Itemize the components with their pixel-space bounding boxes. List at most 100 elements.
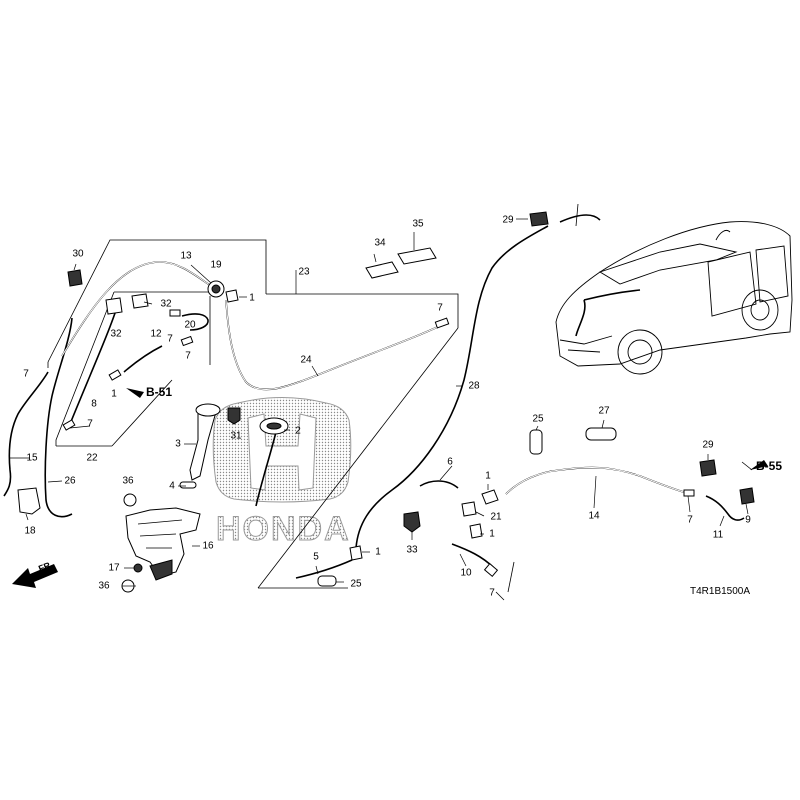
rear-nozzle-9 (739, 487, 755, 505)
joint-7f (483, 563, 499, 577)
callout-19: 19 (210, 260, 222, 271)
callout-7b: 7 (185, 351, 191, 362)
callout-28: 28 (468, 381, 480, 392)
clip-17 (133, 563, 143, 573)
sleeve-25b (317, 575, 337, 587)
clip-31 (227, 407, 241, 425)
joint-7a (169, 309, 181, 317)
callout-1c: 1 (485, 471, 491, 482)
pad-35 (397, 247, 437, 265)
callout-30: 30 (72, 249, 84, 260)
joint-1d (469, 523, 483, 539)
callout-3: 3 (175, 439, 181, 450)
callout-29b: 29 (702, 440, 714, 451)
callout-24: 24 (300, 355, 312, 366)
arrow-b51-icon (126, 388, 144, 398)
joint-7d (62, 419, 76, 431)
clip-32b (131, 293, 149, 309)
callout-13: 13 (180, 251, 192, 262)
honda-logo-watermark: HONDA (212, 397, 352, 549)
hose-24 (225, 299, 449, 391)
callout-12: 12 (150, 329, 162, 340)
ref-b51: B-51 (146, 385, 172, 399)
callout-25b: 25 (350, 579, 362, 590)
washer-tank-16 (125, 507, 201, 577)
joint-7e (434, 317, 450, 329)
hose-6 (419, 480, 459, 489)
joint-7g (683, 489, 695, 497)
callout-7d: 7 (87, 419, 93, 430)
joint-7c (108, 369, 122, 381)
ref-b55: B-55 (756, 459, 782, 473)
callout-7f: 7 (489, 588, 495, 599)
callout-2: 2 (295, 426, 301, 437)
reference-labels: B-51 B-55 FR. T4R1B1500A (12, 385, 782, 597)
hose-5 (295, 559, 353, 579)
callout-1a: 1 (249, 293, 255, 304)
callout-23: 23 (298, 267, 310, 278)
honda-wordmark: HONDA (216, 510, 351, 548)
sleeve-25a (529, 429, 543, 455)
callout-5: 5 (313, 552, 319, 563)
callout-1b: 1 (111, 389, 117, 400)
hose-lines (3, 214, 745, 579)
callout-7c: 7 (23, 369, 29, 380)
strainer-4 (179, 481, 197, 489)
callout-7a: 7 (167, 334, 173, 345)
callout-29a: 29 (502, 215, 514, 226)
hose-14 (505, 466, 691, 495)
callout-17: 17 (108, 563, 120, 574)
clip-33 (403, 511, 421, 533)
hose-12 (123, 345, 163, 373)
callout-31: 31 (230, 431, 242, 442)
callout-26: 26 (64, 476, 76, 487)
callout-33: 33 (406, 545, 418, 556)
callout-35: 35 (412, 219, 424, 230)
callout-32b: 32 (160, 299, 172, 310)
clip-30 (67, 269, 83, 287)
group-outlines (47, 203, 753, 601)
callout-11: 11 (713, 530, 724, 541)
callout-34: 34 (374, 238, 386, 249)
clip-32a (105, 297, 123, 315)
parts (17, 211, 755, 593)
callout-1d: 1 (489, 529, 495, 540)
callout-27: 27 (598, 406, 610, 417)
arrow-b55-icon (750, 460, 768, 470)
hose-2 (255, 431, 277, 507)
hose-11 (705, 495, 745, 521)
front-arrow-icon (12, 564, 58, 588)
callout-10: 10 (460, 568, 472, 579)
hose-20 (181, 313, 209, 331)
joint-1a (225, 289, 239, 303)
callout-15: 15 (26, 453, 38, 464)
callout-9: 9 (745, 515, 751, 526)
callout-21: 21 (490, 512, 502, 523)
hose-26 (44, 317, 73, 518)
callout-numbers: 30 13 19 1 32 32 20 12 7 7 7 1 8 7 22 15… (23, 215, 751, 599)
clip-29b (699, 459, 717, 477)
joint-21 (461, 501, 477, 517)
callout-16: 16 (202, 541, 214, 552)
callout-20: 20 (184, 320, 196, 331)
callout-36a: 36 (122, 476, 134, 487)
callout-8: 8 (91, 399, 97, 410)
diagram-code: T4R1B1500A (690, 586, 750, 597)
sleeve-27 (585, 427, 617, 441)
pump-18 (17, 487, 41, 515)
joint-7b (180, 335, 194, 347)
callout-36b: 36 (98, 581, 110, 592)
callout-18: 18 (24, 526, 36, 537)
hose-28 (355, 225, 549, 549)
clip-29a (529, 211, 549, 227)
callout-25a: 25 (532, 414, 544, 425)
callout-32a: 32 (110, 329, 122, 340)
callout-14: 14 (588, 511, 600, 522)
vehicle-illustration (555, 221, 793, 375)
callout-4: 4 (169, 481, 175, 492)
hose-10 (451, 543, 495, 569)
joint-1e (349, 545, 363, 561)
hose-15 (3, 371, 49, 497)
leader-lines (10, 218, 749, 587)
